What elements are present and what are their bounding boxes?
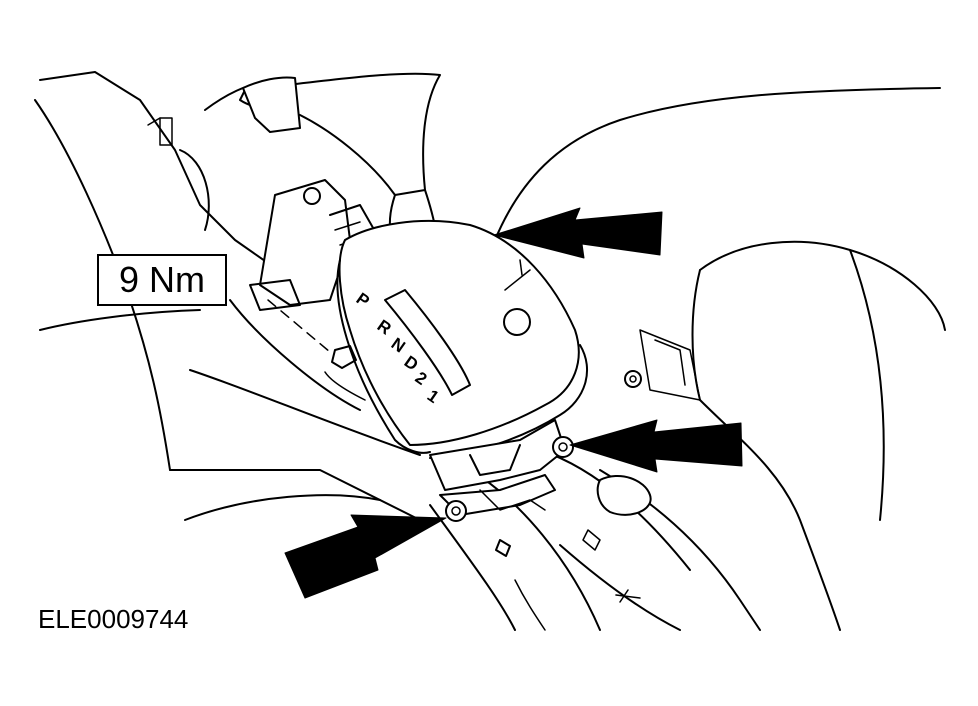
torque-label: 9 Nm xyxy=(119,259,205,300)
figure-reference: ELE0009744 xyxy=(38,604,188,634)
bolt-icon xyxy=(552,436,574,458)
arrow-right xyxy=(569,419,743,473)
torque-box xyxy=(97,254,227,306)
lower-mechanism xyxy=(429,370,642,631)
arrow-bottom-left xyxy=(284,514,447,599)
torque-callout: 9 Nm xyxy=(97,254,227,306)
console-outline xyxy=(34,71,421,521)
arrow-top-right xyxy=(493,207,663,259)
floor-tunnel xyxy=(429,329,701,631)
bolt-icon xyxy=(624,370,642,388)
callout-arrows xyxy=(284,207,743,599)
shift-bezel xyxy=(336,220,589,459)
bolt-icon xyxy=(445,500,467,522)
